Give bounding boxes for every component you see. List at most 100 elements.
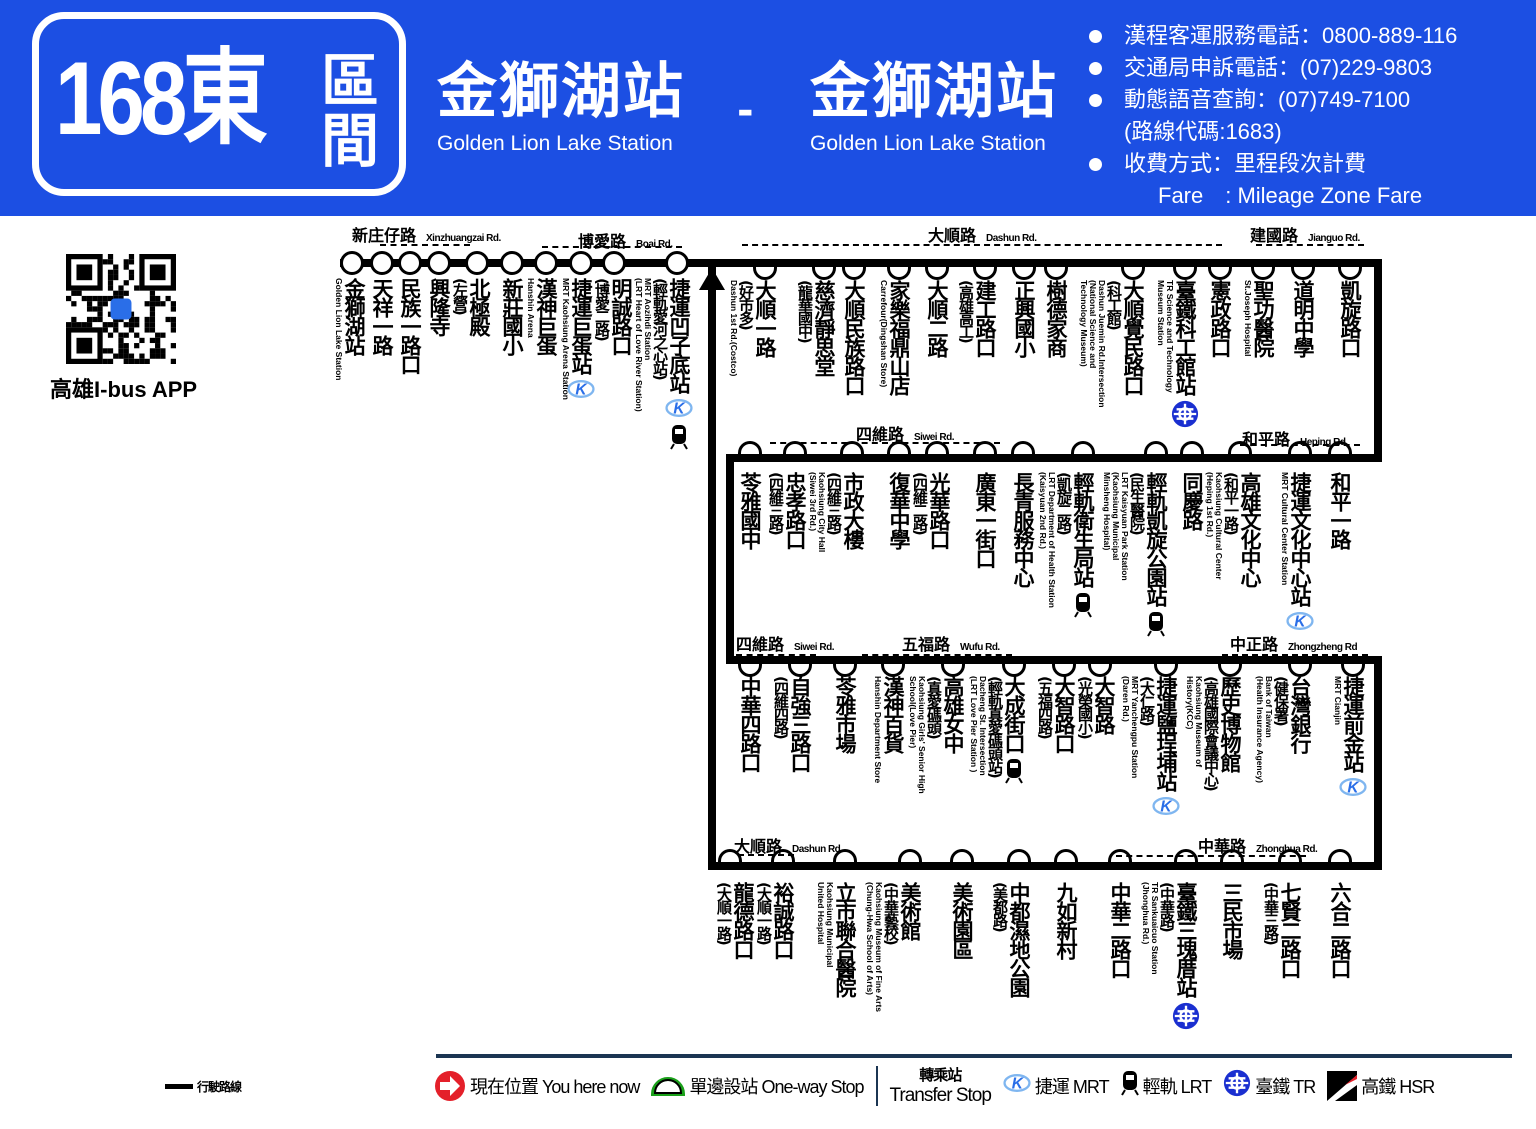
stop-name-zh: 復華中學 — [887, 472, 911, 548]
stop-2-3[interactable]: 大順民族路口 — [842, 280, 866, 394]
stop-4-3[interactable]: 苓雅市場 — [833, 676, 857, 752]
stop-name-sub: (高雄國際會議中心) — [1202, 676, 1220, 790]
stop-5-8[interactable]: 中華二路口 — [1108, 882, 1132, 977]
stop-4-2[interactable]: 自強三路口(四維四路) — [772, 676, 812, 771]
stop-4-7[interactable]: 大智路口(五福四路) — [1036, 676, 1076, 752]
stop-2-11[interactable]: 憲政路口 — [1208, 280, 1232, 356]
lrt-icon — [668, 424, 690, 450]
stop-2-7[interactable]: 正興國小 — [1012, 280, 1036, 356]
stop-5-4[interactable]: 美術館(中華藝校)Kaohsiung Museum of Fine Arts(C… — [865, 882, 922, 1012]
stop-main-column: 市政大樓 — [841, 472, 865, 548]
stop-1-9[interactable]: 明誠路口(博愛二路) — [593, 278, 633, 354]
stop-3-9[interactable]: 輕軌凱旋公園站(民生醫院)LRT Kaisyuan Park Station(K… — [1102, 472, 1168, 637]
stop-4-8[interactable]: 大智路(光榮國小) — [1076, 676, 1116, 738]
origin-name-zh: 金獅湖站 — [437, 57, 685, 127]
route-line — [1374, 259, 1382, 462]
legend-label: 高鐵 HSR — [1361, 1076, 1435, 1097]
stop-name-en: MRT Cultural Center Station — [1280, 472, 1290, 586]
stop-2-9[interactable]: 大順覺民路口(科工館)Dashun Juemin Rd.Intersection… — [1079, 280, 1145, 408]
stop-5-6[interactable]: 中都濕地公園(美都路) — [991, 882, 1031, 996]
mrt-icon: K — [1339, 777, 1367, 797]
stop-4-11[interactable]: 台灣銀行(健保署)Bank of Taiwan(Health Insurance… — [1255, 676, 1312, 783]
stop-name-zh: 大順民族路口 — [842, 280, 866, 394]
stop-3-1[interactable]: 苓雅國中 — [738, 472, 762, 548]
stop-2-2[interactable]: 慈濟靜思堂(龍華國中) — [796, 280, 836, 375]
info-label: 動態語音查詢： — [1124, 87, 1279, 112]
stop-5-11[interactable]: 七賢二路口(中華三路) — [1262, 882, 1302, 977]
stop-3-7[interactable]: 長青服務中心 — [1011, 472, 1035, 586]
stop-5-9[interactable]: 臺鐵三塊厝站(中華路)TR Sankuaicuo Station(Jhonghu… — [1141, 882, 1200, 1030]
stop-1-2[interactable]: 天祥一路 — [370, 278, 394, 354]
stop-name-en: (National Science and — [1088, 280, 1098, 369]
road-name-zh: 和平路 — [1242, 430, 1291, 449]
stop-2-13[interactable]: 道明中學 — [1291, 280, 1315, 356]
stop-2-6[interactable]: 建工路口(高雄高工) — [957, 280, 997, 356]
stop-main-column: 忠孝路口 — [783, 472, 807, 548]
road-name-zh: 四維路 — [736, 635, 785, 654]
stop-3-8[interactable]: 輕軌衛生局站(凱旋二路)LRT Department of Health Sta… — [1038, 472, 1095, 618]
lrt-icon — [1145, 611, 1167, 637]
legend-label: 現在位置 You here now — [470, 1076, 640, 1097]
stop-name-zh: 六合二路口 — [1328, 882, 1352, 977]
stop-5-5[interactable]: 美術園區 — [950, 882, 974, 958]
stop-name-zh: 道明中學 — [1291, 280, 1315, 356]
stop-5-12[interactable]: 六合二路口 — [1328, 882, 1352, 977]
stop-5-1[interactable]: 龍德路口(大順一路) — [715, 882, 755, 958]
stop-3-6[interactable]: 廣東一街口 — [973, 472, 997, 567]
stop-5-2[interactable]: 裕誠路口(大順一路) — [755, 882, 795, 958]
stop-5-10[interactable]: 三民市場 — [1220, 882, 1244, 958]
legend-transfer-zh: 轉乘站 — [919, 1067, 962, 1084]
info-route-code: (路線代碼:1683) — [1124, 119, 1282, 144]
stop-3-13[interactable]: 和平一路 — [1328, 472, 1352, 548]
service-info: 漢程客運服務電話：0800-889-116 交通局申訴電話：(07)229-98… — [1086, 20, 1457, 212]
stop-2-14[interactable]: 凱旋路口 — [1338, 280, 1362, 356]
stop-5-7[interactable]: 九如新村 — [1054, 882, 1078, 958]
stop-name-zh: 凱旋路口 — [1338, 280, 1362, 356]
stop-2-1[interactable]: 大順一路(好市多)Dashun 1st Rd.(Costco) — [729, 280, 777, 376]
stop-name-sub: (四維二路) — [911, 472, 929, 534]
stop-name-en: School(Love Pier) — [908, 676, 918, 749]
stop-main-column: 凱旋路口 — [1338, 280, 1362, 356]
stop-main-column: 自強三路口 — [788, 676, 812, 771]
stop-3-5[interactable]: 光華路口(四維二路) — [911, 472, 951, 548]
header-banner: 168東 區間 金獅湖站 Golden Lion Lake Station - … — [0, 0, 1536, 216]
stop-name-zh: 臺鐵科工館站 — [1173, 280, 1197, 394]
stop-2-5[interactable]: 大順二路 — [925, 280, 949, 356]
one-way-stop-marker — [1071, 441, 1095, 454]
stop-4-6[interactable]: 大成街口(輕軌真愛碼頭站)Dacheng St. Intersection(LR… — [969, 676, 1026, 784]
stop-4-1[interactable]: 中華四路口 — [738, 676, 762, 771]
road-name-en: Boai Rd. — [636, 239, 673, 250]
stop-3-10[interactable]: 同慶路 — [1180, 472, 1204, 529]
qr-code[interactable] — [66, 254, 176, 364]
stop-3-4[interactable]: 復華中學 — [887, 472, 911, 548]
stop-name-zh: 高雄文化中心 — [1238, 472, 1262, 586]
stop-1-6[interactable]: 新莊國小 — [500, 278, 524, 354]
stop-3-11[interactable]: 高雄文化中心(和平一路)Kaohsiung Cultural Center(He… — [1205, 472, 1262, 586]
stop-3-3[interactable]: 市政大樓(四維三路)Kaohsiung City Hall(Siwei 3rd … — [808, 472, 865, 552]
stop-1-3[interactable]: 民族一路口 — [398, 278, 422, 373]
stop-1-5[interactable]: 北極殿(左營) — [451, 278, 491, 335]
stop-2-8[interactable]: 樹德家商 — [1044, 280, 1068, 356]
stop-name-sub: (民生醫院) — [1128, 472, 1146, 534]
stop-name-zh: 臺鐵三塊厝站 — [1174, 882, 1198, 996]
stop-name-zh: 捷運文化中心站 — [1288, 472, 1312, 605]
one-way-stop-marker — [1012, 267, 1036, 280]
stop-1-4[interactable]: 興隆寺 — [427, 278, 451, 335]
stop-3-2[interactable]: 忠孝路口(四維三路) — [767, 472, 807, 548]
